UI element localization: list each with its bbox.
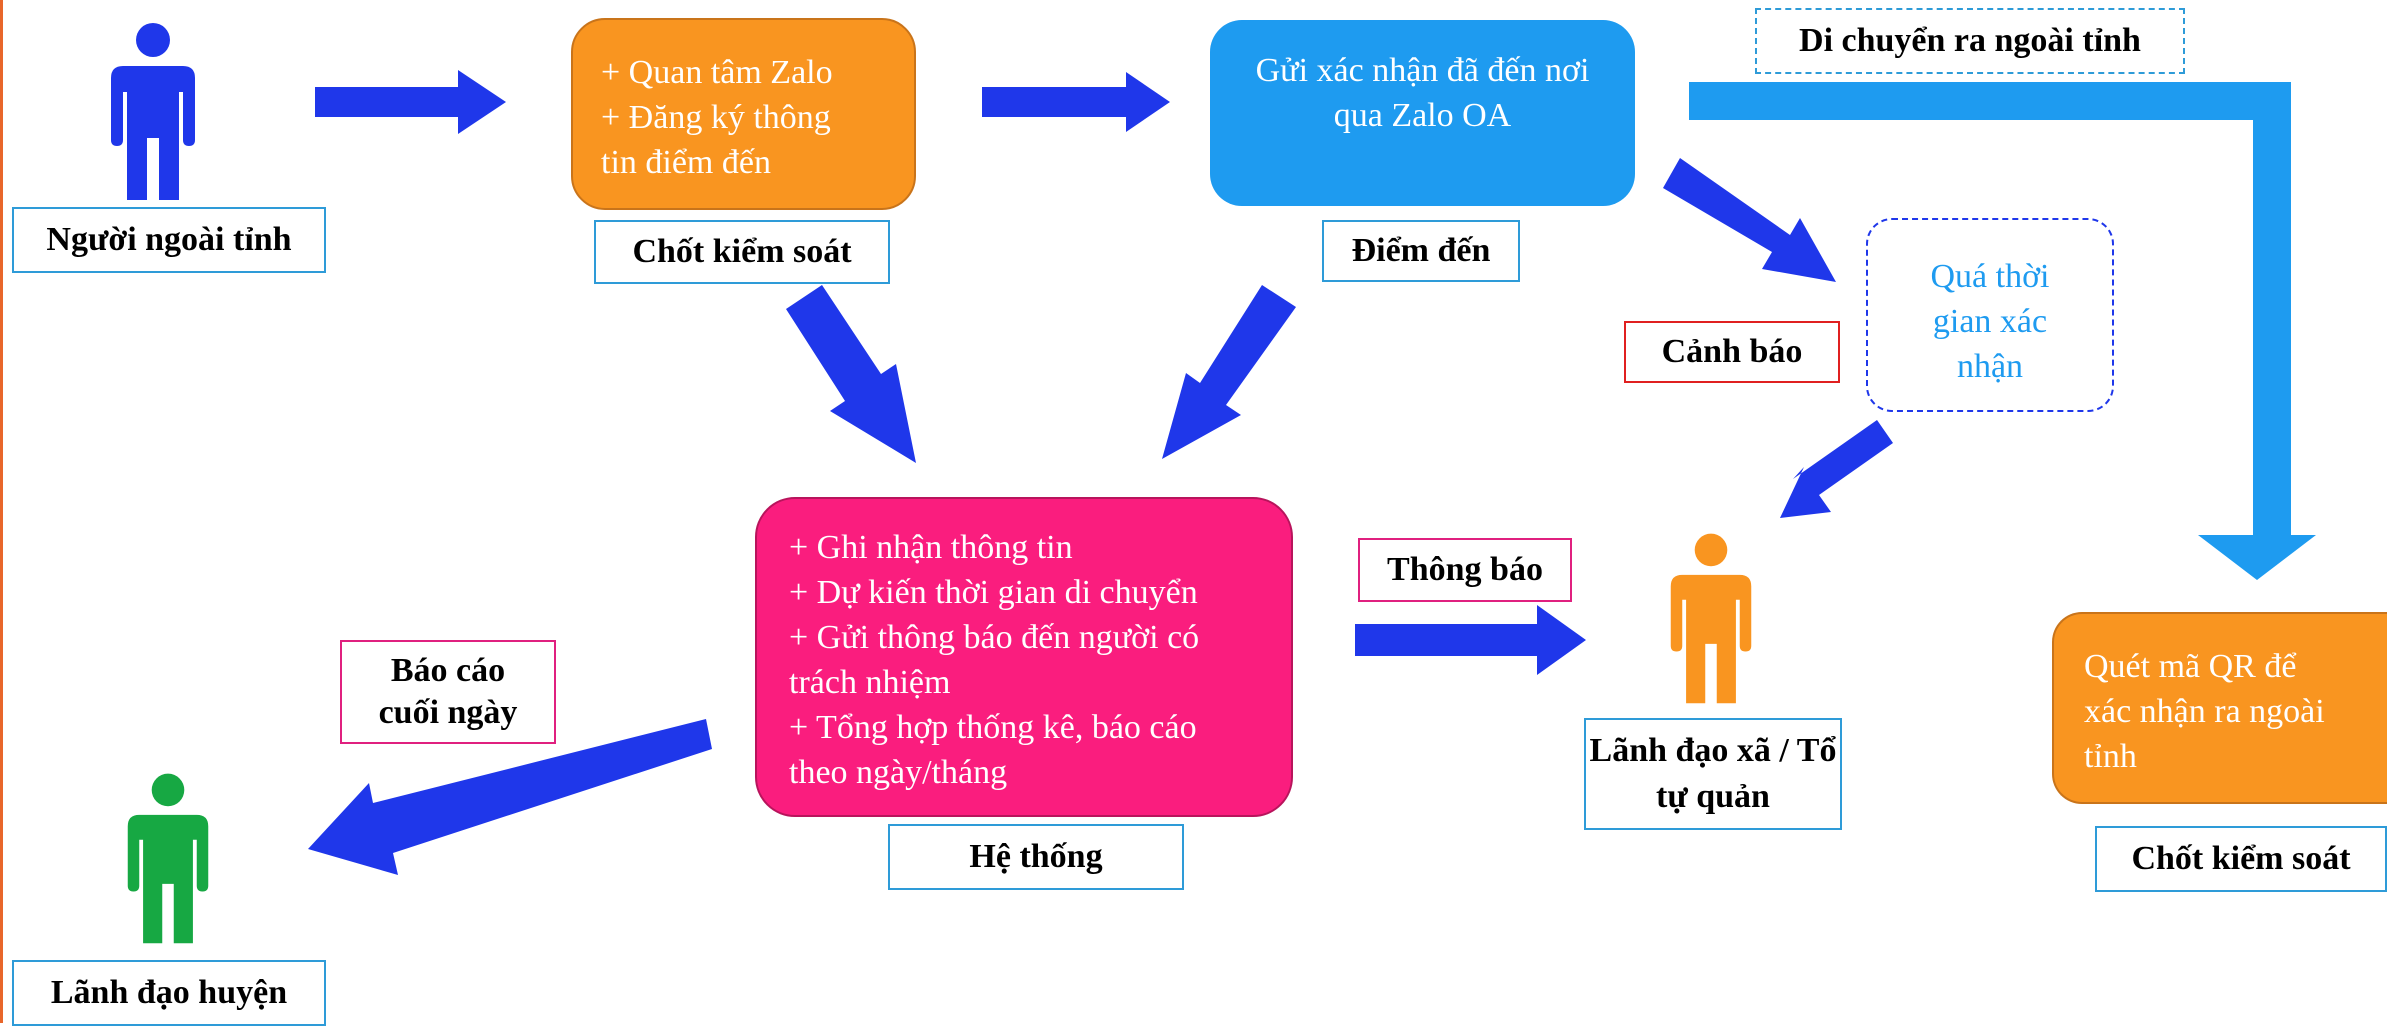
person-icon [1670, 533, 1752, 704]
commune-leader-label: Lãnh đạo xã / Tổ tự quản [1584, 718, 1842, 830]
destination-box: Gửi xác nhận đã đến nơi qua Zalo OA [1210, 20, 1635, 206]
arrow-checkpoint-to-system [786, 285, 916, 463]
person-icon [127, 773, 209, 944]
exit-checkpoint-line: tỉnh [2084, 738, 2137, 775]
system-line: + Tổng hợp thống kê, báo cáo [789, 709, 1197, 746]
arrow-system-to-district [308, 719, 712, 875]
outsider-label: Người ngoài tỉnh [12, 207, 326, 273]
daily-report-label: Báo cáo cuối ngày [340, 640, 556, 744]
checkpoint-line: tin điểm đến [601, 144, 771, 181]
system-box: + Ghi nhận thông tin + Dự kiến thời gian… [755, 497, 1293, 817]
checkpoint-line: + Đăng ký thông [601, 99, 831, 136]
overdue-line: Quá thời [1930, 258, 2050, 295]
system-line: + Ghi nhận thông tin [789, 529, 1073, 566]
exit-checkpoint-label: Chốt kiểm soát [2095, 826, 2387, 892]
overdue-line: gian xác [1932, 303, 2048, 340]
daily-report-line: cuối ngày [378, 694, 518, 731]
arrow-destination-to-system [1162, 285, 1296, 459]
leave-province-label: Di chuyển ra ngoài tỉnh [1755, 8, 2185, 74]
district-leader-label: Lãnh đạo huyện [12, 960, 326, 1026]
exit-checkpoint-line: xác nhận ra ngoài [2084, 693, 2325, 730]
system-line: + Gửi thông báo đến người có [789, 619, 1200, 656]
arrow-outsider-to-checkpoint [315, 70, 506, 134]
warning-label: Cảnh báo [1624, 321, 1840, 383]
overdue-box: Quá thời gian xác nhận [1866, 218, 2114, 412]
notify-label: Thông báo [1358, 538, 1572, 602]
checkpoint-box: + Quan tâm Zalo + Đăng ký thông tin điểm… [571, 18, 916, 210]
system-line: + Dự kiến thời gian di chuyển [789, 574, 1198, 611]
person-icon [111, 23, 195, 200]
daily-report-line: Báo cáo [390, 652, 506, 689]
checkpoint-line: + Quan tâm Zalo [601, 54, 833, 91]
system-label: Hệ thống [888, 824, 1184, 890]
arrow-checkpoint-to-destination [982, 72, 1170, 132]
destination-label: Điểm đến [1322, 220, 1520, 282]
checkpoint-label: Chốt kiểm soát [594, 220, 890, 284]
exit-checkpoint-line: Quét mã QR để [2084, 648, 2297, 685]
system-line: theo ngày/tháng [789, 754, 1008, 791]
destination-line: qua Zalo OA [1333, 97, 1512, 134]
arrow-destination-to-overdue [1663, 158, 1836, 282]
left-edge-rule [0, 0, 3, 1023]
overdue-line: nhận [1956, 348, 2024, 385]
system-line: trách nhiệm [789, 664, 951, 701]
arrow-overdue-to-leader [1780, 420, 1893, 518]
arrow-leave-province [1689, 82, 2316, 580]
arrow-system-to-leader [1355, 605, 1586, 675]
exit-checkpoint-box: Quét mã QR để xác nhận ra ngoài tỉnh [2052, 612, 2387, 804]
destination-line: Gửi xác nhận đã đến nơi [1255, 52, 1590, 89]
